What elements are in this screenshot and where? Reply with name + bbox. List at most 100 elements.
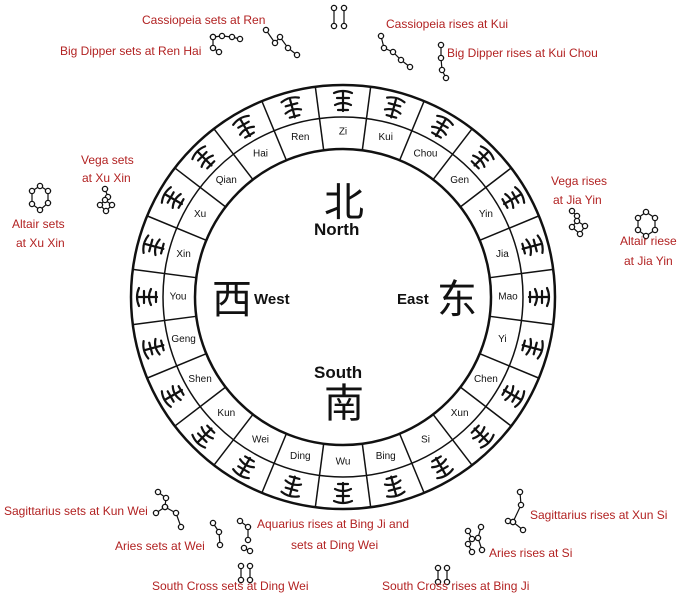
south-cross-rises-a-star	[434, 564, 442, 572]
west-label: West	[254, 291, 290, 308]
sector-divider	[174, 167, 227, 208]
vega-sets-diamond-star	[101, 196, 109, 204]
aquarius-sets-b-star	[246, 547, 254, 555]
sector-divider	[459, 167, 512, 208]
cassiopeia-sets-label: Cassiopeia sets at Ren	[142, 13, 266, 27]
aries-sets-star	[209, 519, 217, 527]
sector-label-bing: Bing	[376, 451, 396, 462]
vega-rises-diamond-star	[573, 217, 581, 225]
altair-sets-place: at Xu Xin	[16, 236, 65, 250]
sector-divider	[174, 386, 227, 427]
sector-label-hai: Hai	[253, 149, 268, 160]
sagittarius-rises-a-star	[516, 488, 524, 496]
altair-rises-ring-star	[651, 214, 659, 222]
vega-sets-a-star	[101, 185, 109, 193]
big-dipper-rises-star	[437, 41, 445, 49]
south-cross-rises-label: South Cross rises at Bing Ji	[382, 579, 530, 593]
big-dipper-sets-bowl-star	[215, 48, 223, 56]
sagittarius-sets-b	[164, 506, 182, 528]
sector-label-ren: Ren	[291, 132, 309, 143]
altair-rises-ring-star	[651, 226, 659, 234]
aquarius-rises-a-star	[468, 535, 476, 543]
sagittarius-rises-a	[512, 491, 524, 531]
altair-rises-label: Altair riese	[620, 234, 677, 248]
seal-glyph-chou	[430, 114, 454, 139]
aquarius-sets-a-star	[236, 517, 244, 525]
aquarius-rises-a-star	[464, 527, 472, 535]
seal-glyph-shen	[160, 384, 185, 408]
seal-glyph-geng	[142, 337, 165, 360]
aries-rises-star	[474, 534, 482, 542]
vega-sets-diamond-star	[102, 207, 110, 215]
seal-glyph-you	[135, 286, 159, 308]
sector-label-shen: Shen	[188, 374, 211, 385]
sector-divider	[361, 86, 372, 151]
north-character: 北	[324, 180, 364, 226]
sector-label-mao: Mao	[498, 292, 518, 303]
sector-divider	[398, 100, 425, 161]
sector-divider	[132, 268, 197, 279]
aquarius-label-line2: sets at Ding Wei	[291, 538, 379, 552]
sagittarius-rises-a-star	[517, 501, 525, 509]
sector-divider	[479, 215, 540, 242]
east-label: East	[397, 291, 429, 308]
sagittarius-sets-a-star	[162, 494, 170, 502]
seal-glyph-kun	[191, 424, 216, 449]
sagittarius-sets-b-star	[177, 523, 185, 531]
vega-rises-a-star	[568, 207, 576, 215]
vega-rises-diamond-star	[581, 222, 589, 230]
big-dipper-rises-star	[437, 54, 445, 62]
aries-sets-star	[216, 541, 224, 549]
vega-rises-diamond-star	[568, 223, 576, 231]
sagittarius-sets-label: Sagittarius sets at Kun Wei	[4, 504, 148, 518]
sector-label-geng: Geng	[171, 334, 195, 345]
seal-glyph-xin	[142, 234, 165, 257]
seal-glyph-zi	[332, 89, 354, 113]
south-cross-rises-b-star	[443, 564, 451, 572]
seal-glyph-ren	[280, 96, 303, 119]
sector-divider	[146, 352, 207, 379]
sector-divider	[261, 433, 288, 494]
sector-label-gen: Gen	[450, 175, 469, 186]
altair-sets-label: Altair sets	[12, 217, 65, 231]
sector-label-wei: Wei	[252, 434, 269, 445]
seal-glyph-wu	[332, 481, 354, 505]
cassiopeia-sets	[265, 29, 298, 56]
south-cross-sets-b-star	[246, 576, 254, 584]
cassiopeia-sets-star	[276, 33, 284, 41]
sagittarius-sets-b-star	[161, 503, 169, 511]
sector-label-chou: Chou	[414, 149, 438, 160]
altair-sets-ring-star	[44, 187, 52, 195]
big-dipper-rises-star	[438, 66, 446, 74]
vega-sets-diamond-star	[96, 201, 104, 209]
sector-divider	[432, 413, 473, 466]
big-dipper-sets-handle-star	[228, 33, 236, 41]
north-label: North	[314, 220, 360, 239]
big-dipper-sets-bowl-star	[209, 33, 217, 41]
cassiopeia-top-a-star	[330, 22, 338, 30]
wheel: ZiKuiChouGenYinJiaMaoYiChenXunSiBingWuDi…	[129, 83, 557, 511]
seal-glyph-yin	[501, 186, 526, 210]
sector-label-you: You	[170, 292, 187, 303]
sector-label-kui: Kui	[378, 132, 392, 143]
cassiopeia-rises-star	[380, 44, 388, 52]
sagittarius-sets-a-star	[154, 488, 162, 496]
aquarius-rises-b-star	[468, 548, 476, 556]
seal-glyph-xu	[160, 186, 185, 210]
sector-divider	[314, 86, 325, 151]
constellation-glyphs	[28, 4, 659, 586]
south-cross-sets-a-star	[237, 562, 245, 570]
sector-divider	[361, 443, 372, 508]
south-cross-sets-label: South Cross sets at Ding Wei	[152, 579, 309, 593]
sagittarius-sets-b-star	[172, 509, 180, 517]
altair-sets-ring-star	[36, 182, 44, 190]
vega-rises-diamond-star	[576, 230, 584, 238]
big-dipper-sets-label: Big Dipper sets at Ren Hai	[60, 44, 202, 58]
altair-rises-ring	[637, 211, 656, 237]
middle-ring	[162, 116, 524, 478]
inner-ring	[193, 147, 493, 447]
sector-label-jia: Jia	[496, 249, 509, 260]
big-dipper-rises	[440, 45, 447, 79]
seal-glyph-kui	[383, 96, 406, 119]
sector-label-si: Si	[421, 434, 430, 445]
